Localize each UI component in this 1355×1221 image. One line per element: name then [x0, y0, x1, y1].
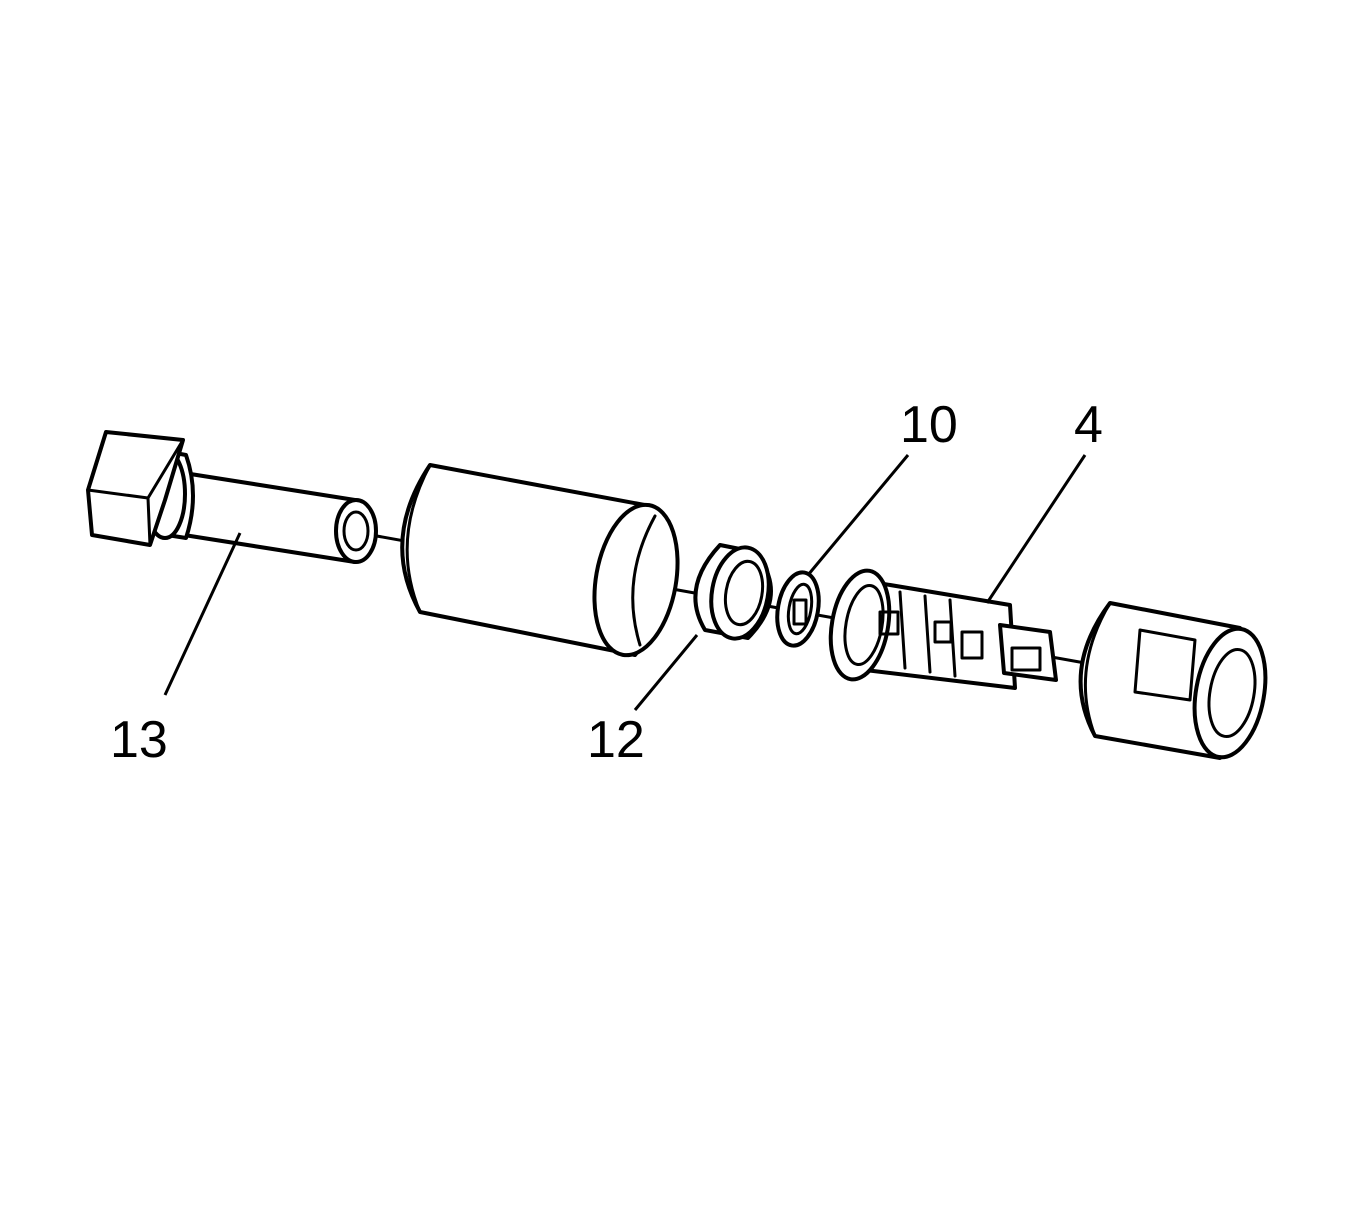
puller-sleeve [400, 463, 680, 658]
callout-12: 12 [587, 711, 645, 769]
callout-10: 10 [900, 396, 958, 454]
callout-4: 4 [1074, 396, 1103, 454]
lock-cylinder [828, 568, 1058, 690]
callout-13: 13 [110, 711, 168, 769]
leader-13 [163, 532, 242, 696]
leader-12 [633, 634, 699, 711]
cap-adapter [1078, 601, 1268, 760]
retaining-clip [775, 570, 821, 648]
spacer-ring [693, 543, 773, 641]
bolt-tool [86, 430, 378, 564]
leader-4 [985, 454, 1087, 604]
leader-10 [806, 454, 910, 576]
leader-lines [163, 454, 1087, 711]
